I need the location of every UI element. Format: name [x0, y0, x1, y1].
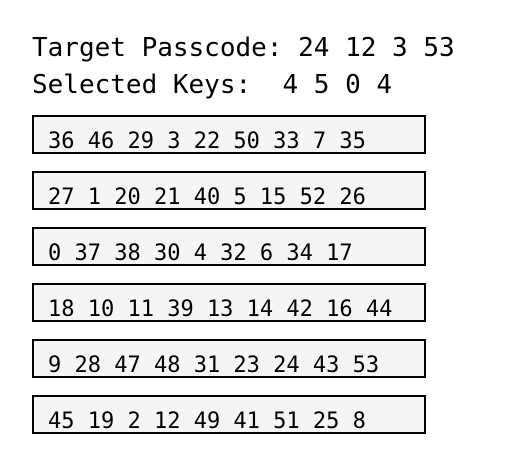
key-row-3[interactable]: 18 10 11 39 13 14 42 16 44: [32, 283, 426, 322]
selected-keys-line: Selected Keys: 4 5 0 4: [32, 70, 392, 100]
key-row-numbers: 45 19 2 12 49 41 51 25 8: [48, 409, 366, 434]
selected-keys-value: 4 5 0 4: [282, 70, 393, 100]
target-passcode-value: 24 12 3 53: [298, 33, 455, 63]
target-passcode-line: Target Passcode: 24 12 3 53: [32, 33, 455, 63]
key-row-1[interactable]: 27 1 20 21 40 5 15 52 26: [32, 171, 426, 210]
key-row-numbers: 18 10 11 39 13 14 42 16 44: [48, 297, 393, 322]
selected-keys-label: Selected Keys:: [32, 70, 252, 100]
key-row-2[interactable]: 0 37 38 30 4 32 6 34 17: [32, 227, 426, 266]
target-passcode-label: Target Passcode:: [32, 33, 283, 63]
key-row-numbers: 0 37 38 30 4 32 6 34 17: [48, 241, 353, 266]
key-row-numbers: 36 46 29 3 22 50 33 7 35: [48, 129, 366, 154]
key-row-numbers: 9 28 47 48 31 23 24 43 53: [48, 353, 380, 378]
key-row-numbers: 27 1 20 21 40 5 15 52 26: [48, 185, 366, 210]
key-row-5[interactable]: 45 19 2 12 49 41 51 25 8: [32, 395, 426, 434]
key-row-4[interactable]: 9 28 47 48 31 23 24 43 53: [32, 339, 426, 378]
key-row-0[interactable]: 36 46 29 3 22 50 33 7 35: [32, 115, 426, 154]
